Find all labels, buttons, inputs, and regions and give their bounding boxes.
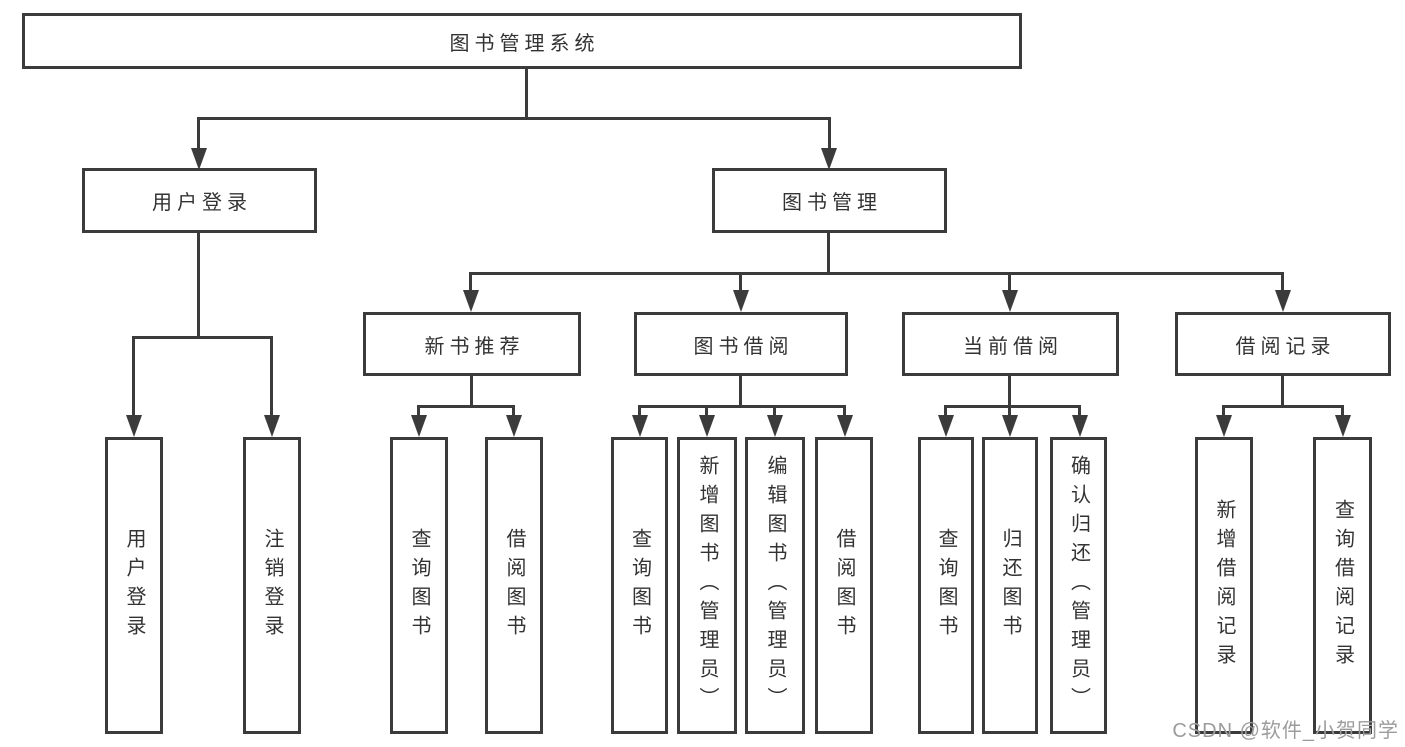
arrow-down-icon	[938, 415, 954, 437]
leaf-label: 用户登录	[123, 527, 145, 644]
leaf-label: 查询借阅记录	[1331, 498, 1354, 673]
connector-line	[132, 336, 273, 339]
node-library-management-system: 图书管理系统	[22, 13, 1022, 69]
arrow-down-icon	[463, 290, 479, 312]
arrow-down-icon	[506, 415, 522, 437]
leaf-return-books: 归还图书	[982, 437, 1038, 734]
connector-line	[1008, 272, 1011, 296]
connector-line	[470, 376, 473, 408]
connector-line	[197, 233, 200, 336]
node-user-login: 用户登录	[82, 168, 317, 233]
arrow-down-icon	[699, 415, 715, 437]
leaf-add-book-admin: 新增图书（管理员）	[677, 437, 737, 734]
leaf-label: 注销登录	[261, 527, 283, 644]
node-borrowing-records: 借阅记录	[1175, 312, 1391, 376]
connector-line	[270, 336, 273, 418]
leaf-query-books-recommend: 查询图书	[390, 437, 448, 734]
connector-line	[1008, 376, 1011, 408]
arrow-down-icon	[767, 415, 783, 437]
connector-line	[1222, 405, 1225, 418]
connector-line	[828, 117, 831, 155]
connector-line	[638, 405, 641, 418]
leaf-label: 查询图书	[628, 527, 651, 644]
arrow-down-icon	[1002, 415, 1018, 437]
arrow-down-icon	[1216, 415, 1232, 437]
leaf-user-login: 用户登录	[105, 437, 163, 734]
arrow-down-icon	[1072, 415, 1088, 437]
connector-line	[197, 117, 200, 155]
connector-line	[1281, 272, 1284, 296]
leaf-edit-book-admin: 编辑图书（管理员）	[745, 437, 805, 734]
leaf-label: 查询图书	[408, 527, 430, 644]
connector-line	[512, 405, 515, 418]
node-book-management: 图书管理	[712, 168, 947, 233]
leaf-logout: 注销登录	[243, 437, 301, 734]
connector-line	[525, 69, 528, 117]
leaf-label: 新增图书（管理员）	[696, 455, 718, 716]
watermark-text: CSDN @软件_小贺同学	[1172, 720, 1399, 742]
connector-line	[1078, 405, 1081, 418]
arrow-down-icon	[411, 415, 427, 437]
node-current-borrowing: 当前借阅	[902, 312, 1119, 376]
connector-line	[197, 117, 831, 120]
arrow-down-icon	[264, 415, 280, 437]
leaf-label: 借阅图书	[503, 527, 525, 644]
arrow-down-icon	[632, 415, 648, 437]
node-new-book-recommendation: 新书推荐	[363, 312, 581, 376]
leaf-query-books-current: 查询图书	[918, 437, 974, 734]
connector-line	[638, 405, 846, 408]
leaf-label: 借阅图书	[833, 527, 855, 644]
leaf-label: 查询图书	[935, 527, 957, 644]
connector-line	[1281, 376, 1284, 408]
leaf-query-borrow-record: 查询借阅记录	[1313, 437, 1372, 734]
arrow-down-icon	[1275, 290, 1291, 312]
leaf-borrow-books-recommend: 借阅图书	[485, 437, 543, 734]
connector-line	[469, 272, 1284, 275]
connector-line	[773, 405, 776, 418]
connector-line	[469, 272, 472, 296]
arrow-down-icon	[126, 415, 142, 437]
arrow-down-icon	[191, 148, 207, 170]
connector-line	[827, 233, 830, 275]
connector-line	[944, 405, 947, 418]
connector-line	[739, 272, 742, 296]
leaf-label: 编辑图书（管理员）	[764, 455, 786, 716]
node-book-borrowing: 图书借阅	[634, 312, 848, 376]
connector-line	[705, 405, 708, 418]
arrow-down-icon	[733, 290, 749, 312]
arrow-down-icon	[837, 415, 853, 437]
leaf-label: 确认归还（管理员）	[1067, 455, 1090, 716]
connector-line	[1222, 405, 1344, 408]
connector-line	[132, 336, 135, 418]
connector-line	[843, 405, 846, 418]
arrow-down-icon	[821, 148, 837, 170]
leaf-label: 新增借阅记录	[1213, 498, 1235, 673]
connector-line	[417, 405, 420, 418]
leaf-label: 归还图书	[999, 527, 1021, 644]
leaf-add-borrow-record: 新增借阅记录	[1195, 437, 1253, 734]
arrow-down-icon	[1002, 290, 1018, 312]
connector-line	[417, 405, 515, 408]
arrow-down-icon	[1335, 415, 1351, 437]
leaf-confirm-return-admin: 确认归还（管理员）	[1050, 437, 1107, 734]
leaf-query-books-borrowing: 查询图书	[611, 437, 668, 734]
leaf-borrow-books: 借阅图书	[815, 437, 873, 734]
connector-line	[1008, 405, 1011, 418]
connector-line	[739, 376, 742, 408]
connector-line	[1341, 405, 1344, 418]
connector-line	[944, 405, 1081, 408]
